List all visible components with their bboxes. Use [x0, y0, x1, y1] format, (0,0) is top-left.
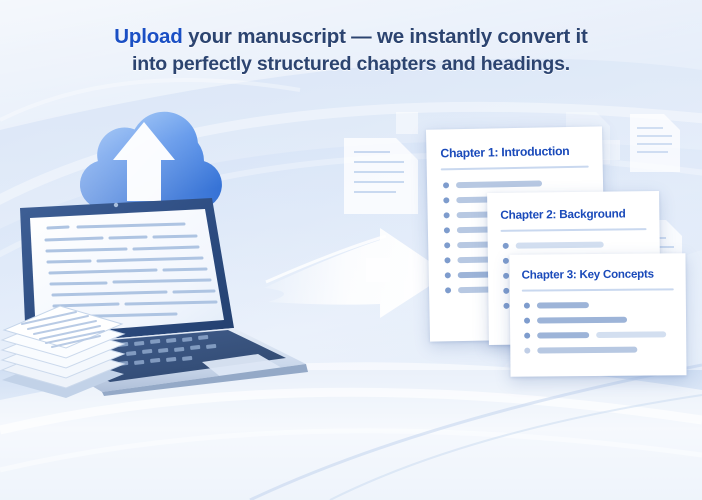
laptop-graphic [6, 196, 326, 396]
bullet-icon [444, 242, 451, 249]
chapter-card-1-title: Chapter 1: Introduction [440, 143, 570, 161]
placeholder-bar [536, 302, 589, 309]
placeholder-bar [596, 331, 667, 339]
list-item [524, 331, 686, 339]
headline-line-2: into perfectly structured chapters and h… [132, 53, 570, 76]
document-icon [344, 138, 418, 214]
cloud-upload-icon [79, 111, 222, 210]
headline-line-1: Upload your manuscript — we instantly co… [114, 25, 588, 48]
chapter-card-3-rows [523, 301, 686, 354]
bullet-icon [443, 227, 450, 234]
headline: Upload your manuscript — we instantly co… [0, 22, 702, 79]
bullet-icon [524, 332, 531, 339]
laptop-icon [20, 198, 308, 396]
flow-arrow-graphic [262, 222, 452, 334]
list-item [523, 301, 686, 309]
headline-accent-word: Upload [114, 25, 183, 48]
list-item [502, 241, 660, 249]
bullet-icon [444, 272, 451, 279]
bullet-icon [444, 257, 451, 264]
right-arrow-swoosh-icon [264, 228, 448, 318]
chapter-card-2-divider [500, 228, 647, 232]
bullet-icon [502, 242, 509, 249]
headline-line-1-rest: your manuscript — we instantly convert i… [182, 25, 588, 48]
placeholder-bar [455, 180, 543, 189]
chapter-card-2-title: Chapter 2: Background [500, 206, 626, 222]
placeholder-bar [537, 316, 628, 324]
bullet-icon [503, 287, 510, 294]
list-item [524, 346, 686, 354]
bullet-icon [524, 317, 531, 324]
bullet-icon [524, 347, 531, 354]
bullet-icon [503, 272, 510, 279]
chapter-card-3-divider [521, 288, 674, 292]
bullet-icon [503, 302, 510, 309]
chapter-card-1-divider [440, 165, 589, 171]
bullet-icon [523, 302, 530, 309]
chapter-card-3-title: Chapter 3: Key Concepts [521, 267, 654, 282]
list-item [442, 179, 603, 189]
bullet-icon [445, 287, 452, 294]
list-item [524, 316, 686, 324]
cloud-upload-graphic [57, 108, 235, 210]
placeholder-bar [537, 332, 590, 339]
chapter-card-3[interactable]: Chapter 3: Key Concepts [509, 253, 687, 377]
bullet-icon [443, 212, 450, 219]
bullet-icon [442, 182, 450, 189]
document-icon [630, 114, 680, 172]
placeholder-bar [515, 241, 604, 249]
paper-stack-icon [0, 305, 126, 398]
trackpad [202, 354, 282, 378]
bullet-icon [443, 197, 450, 204]
paper-stack-graphic [0, 298, 132, 408]
placeholder-bar [537, 346, 638, 354]
bullet-icon [502, 257, 509, 264]
